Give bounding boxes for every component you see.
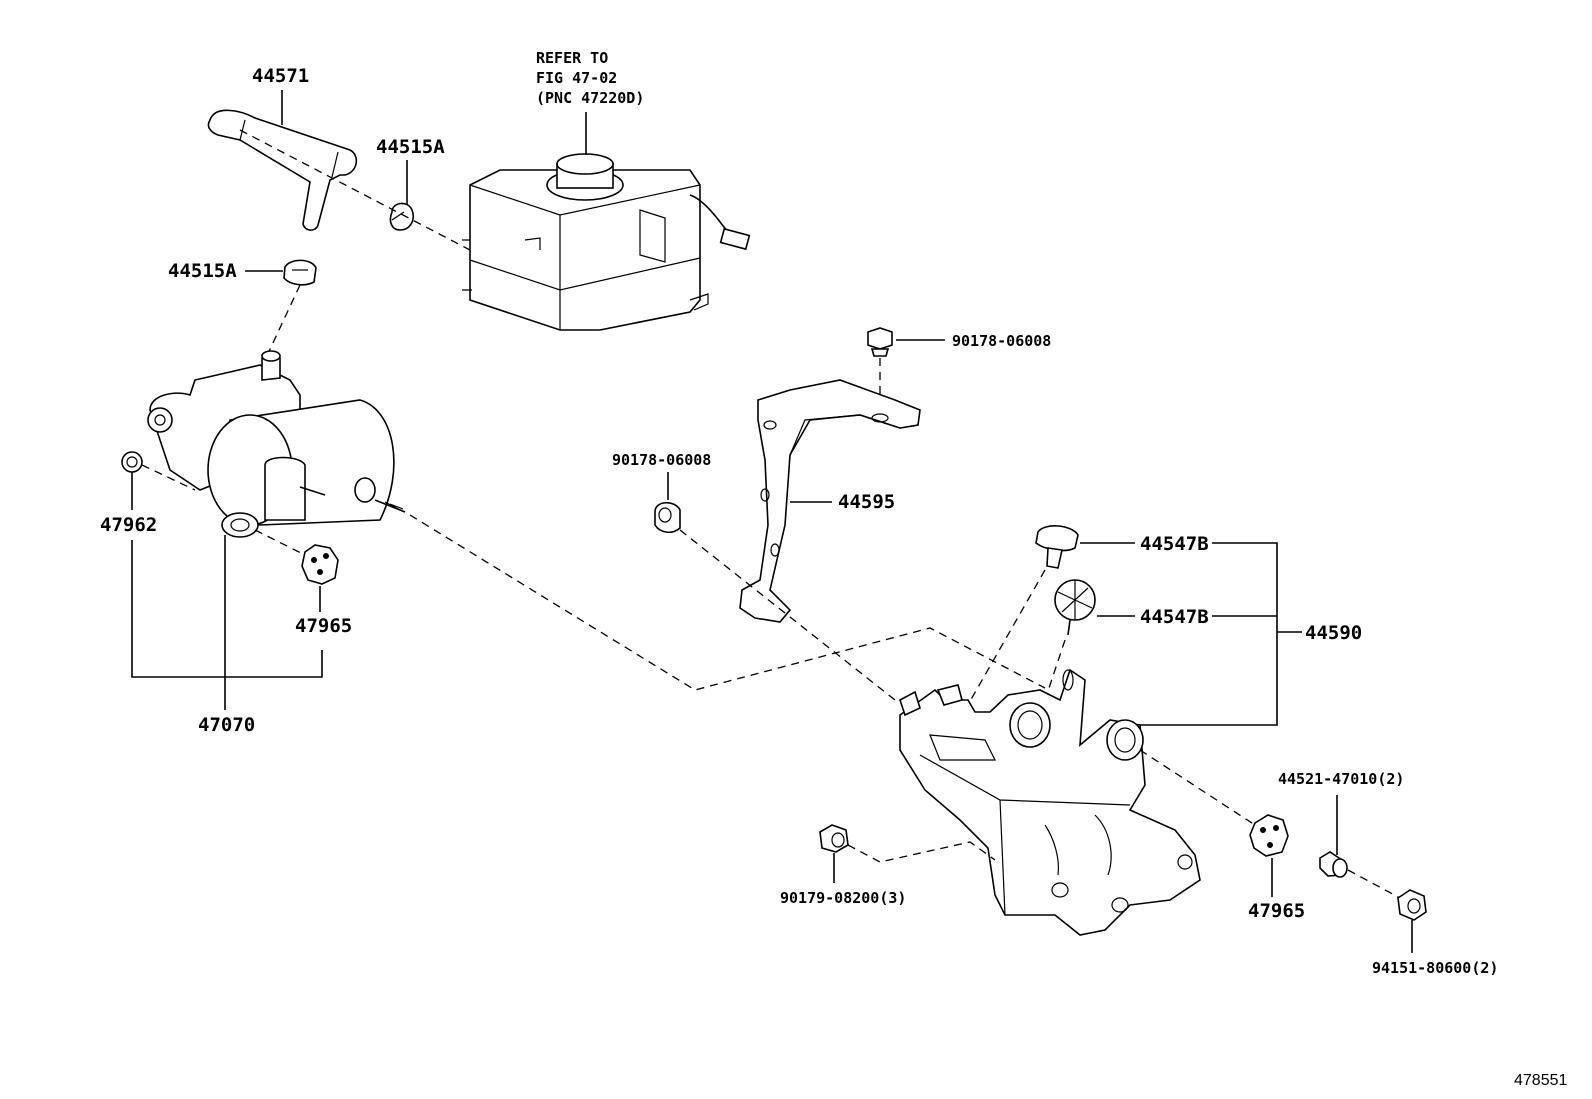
label-44547b-lower: 44547B — [1140, 606, 1209, 628]
label-44571: 44571 — [252, 65, 309, 87]
label-47965-left: 47965 — [295, 615, 352, 637]
figure-number: 478551 — [1514, 1072, 1567, 1089]
bracket-44595 — [739, 379, 921, 623]
label-47070: 47070 — [198, 714, 255, 736]
grommet-47962 — [121, 451, 143, 473]
label-44590: 44590 — [1305, 622, 1362, 644]
reference-note-line3: (PNC 47220D) — [536, 89, 644, 107]
nut-90179 — [819, 824, 849, 853]
label-44595: 44595 — [838, 491, 895, 513]
cushion-44547b-lower — [1054, 579, 1096, 636]
label-44515a-upper: 44515A — [376, 136, 445, 158]
clip-upper — [389, 202, 415, 231]
reference-note-line1: REFER TO — [536, 49, 608, 67]
bolt-90178-upper — [867, 327, 893, 357]
label-90178-06008-upper: 90178-06008 — [952, 332, 1051, 350]
nut-94151 — [1397, 889, 1427, 921]
hose-44571 — [207, 109, 358, 231]
bolt-44521 — [1319, 851, 1348, 878]
label-44521-47010: 44521-47010(2) — [1278, 770, 1404, 788]
pump-motor — [147, 350, 406, 538]
label-94151-80600: 94151-80600(2) — [1372, 959, 1498, 977]
reservoir-tank — [462, 153, 751, 331]
label-44515a-lower: 44515A — [168, 260, 237, 282]
label-44547b-upper: 44547B — [1140, 533, 1209, 555]
label-90178-06008-mid: 90178-06008 — [612, 451, 711, 469]
cushion-47965-left — [301, 544, 339, 585]
main-bracket — [899, 668, 1201, 936]
cushion-44547b-upper — [1035, 525, 1079, 569]
label-47962: 47962 — [100, 514, 157, 536]
clip-lower — [283, 259, 317, 286]
nut-90178-mid — [654, 501, 681, 534]
reference-note-line2: FIG 47-02 — [536, 69, 617, 87]
label-47965-right: 47965 — [1248, 900, 1305, 922]
label-90179-08200: 90179-08200(3) — [780, 889, 906, 907]
cushion-47965-right — [1249, 814, 1289, 857]
